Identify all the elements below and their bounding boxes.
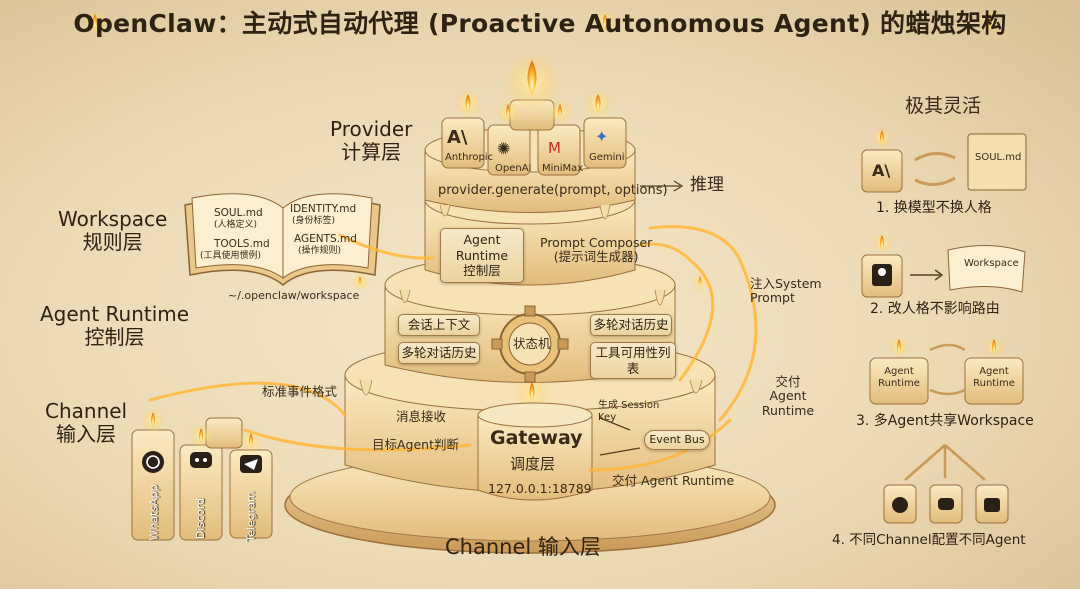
- runtime-card-sub: 控制层: [441, 263, 523, 279]
- channel-name: Channel: [45, 400, 127, 423]
- gateway-address: 127.0.0.1:18789: [488, 482, 592, 496]
- workspace-sub: 规则层: [58, 231, 167, 254]
- state-machine-label: 状态机: [513, 337, 551, 351]
- card-tools-list: 工具可用性列表: [590, 342, 676, 379]
- flex-item-4: 4. 不同Channel配置不同Agent: [832, 533, 1026, 549]
- flex-runtime-a: Agent Runtime: [876, 366, 922, 389]
- flex-runtime-b: Agent Runtime: [971, 366, 1017, 389]
- channel-whatsapp: WhatsApp: [148, 484, 161, 540]
- provider-anthropic: Anthropic: [445, 152, 493, 164]
- runtime-name: Agent Runtime: [40, 303, 189, 326]
- channel-sub: 输入层: [45, 423, 127, 446]
- provider-layer-label: Provider 计算层: [330, 118, 412, 164]
- anthropic-candle-icon: A\: [872, 162, 890, 180]
- provider-openai: OpenAI: [495, 163, 532, 175]
- book-soul-sub: (人格定义): [214, 220, 257, 230]
- provider-gemini: Gemini: [589, 152, 625, 164]
- flex-workspace-book: Workspace: [964, 258, 1019, 270]
- book-identity-sub: (身份标签): [292, 216, 335, 226]
- deliver-bottom-label: 交付 Agent Runtime: [612, 474, 734, 488]
- page-title: OpenClaw：主动式自动代理 (Proactive Autonomous A…: [0, 10, 1080, 39]
- minimax-icon: M: [548, 140, 561, 157]
- provider-call: provider.generate(prompt, options): [438, 184, 668, 199]
- inference-label: 推理: [690, 176, 724, 196]
- runtime-card-title: Agent Runtime: [441, 232, 523, 263]
- provider-minimax: MiniMax: [542, 163, 583, 175]
- book-tools-sub: (工具使用惯例): [200, 251, 261, 261]
- composer-title: Prompt Composer: [540, 236, 652, 250]
- composer-sub: (提示词生成器): [540, 250, 652, 264]
- book-tools: TOOLS.md: [214, 238, 270, 250]
- flex-heading: 极其灵活: [905, 96, 981, 118]
- event-bus: Event Bus: [644, 430, 710, 450]
- flex-panel-art: [862, 128, 1026, 523]
- deliver-right-label: 交付 Agent Runtime: [760, 375, 816, 418]
- workspace-path: ~/.openclaw/workspace: [228, 290, 359, 303]
- runtime-layer-label: Agent Runtime 控制层: [40, 303, 189, 349]
- book-agents-sub: (操作规则): [298, 246, 341, 256]
- flex-item-3: 3. 多Agent共享Workspace: [856, 413, 1034, 429]
- provider-sub: 计算层: [330, 141, 412, 164]
- target-agent-label: 目标Agent判断: [372, 438, 459, 452]
- provider-name: Provider: [330, 118, 412, 141]
- gemini-icon: ✦: [595, 128, 608, 146]
- msg-in-label: 消息接收: [396, 410, 446, 424]
- card-multiturn-right: 多轮对话历史: [590, 314, 672, 336]
- book-identity: IDENTITY.md: [290, 203, 356, 215]
- gateway-sub: 调度层: [510, 456, 555, 473]
- flex-soul-file: SOUL.md: [975, 152, 1021, 164]
- book-soul: SOUL.md: [214, 207, 263, 219]
- book-agents: AGENTS.md: [294, 233, 357, 245]
- card-multiturn-left: 多轮对话历史: [398, 342, 480, 364]
- channel-bottom-label: Channel 输入层: [445, 535, 601, 559]
- runtime-card: Agent Runtime 控制层: [440, 228, 524, 283]
- workspace-layer-label: Workspace 规则层: [58, 208, 167, 254]
- channel-layer-label: Channel 输入层: [45, 400, 127, 446]
- openai-icon: ✺: [497, 140, 510, 158]
- channel-telegram: Telegram: [245, 491, 258, 541]
- std-event-label: 标准事件格式: [262, 385, 337, 399]
- inject-system-prompt: 注入System Prompt: [750, 277, 830, 306]
- prompt-composer: Prompt Composer (提示词生成器): [540, 236, 652, 265]
- channel-discord: Discord: [194, 498, 207, 539]
- gateway-title: Gateway: [490, 428, 583, 450]
- runtime-sub: 控制层: [40, 326, 189, 349]
- session-key-label: 生成 Session Key: [598, 400, 668, 423]
- card-session-context: 会话上下文: [398, 314, 480, 336]
- anthropic-icon: A\: [447, 128, 468, 149]
- flex-item-1: 1. 换模型不换人格: [876, 200, 992, 216]
- flex-item-2: 2. 改人格不影响路由: [870, 301, 1000, 317]
- workspace-name: Workspace: [58, 208, 167, 231]
